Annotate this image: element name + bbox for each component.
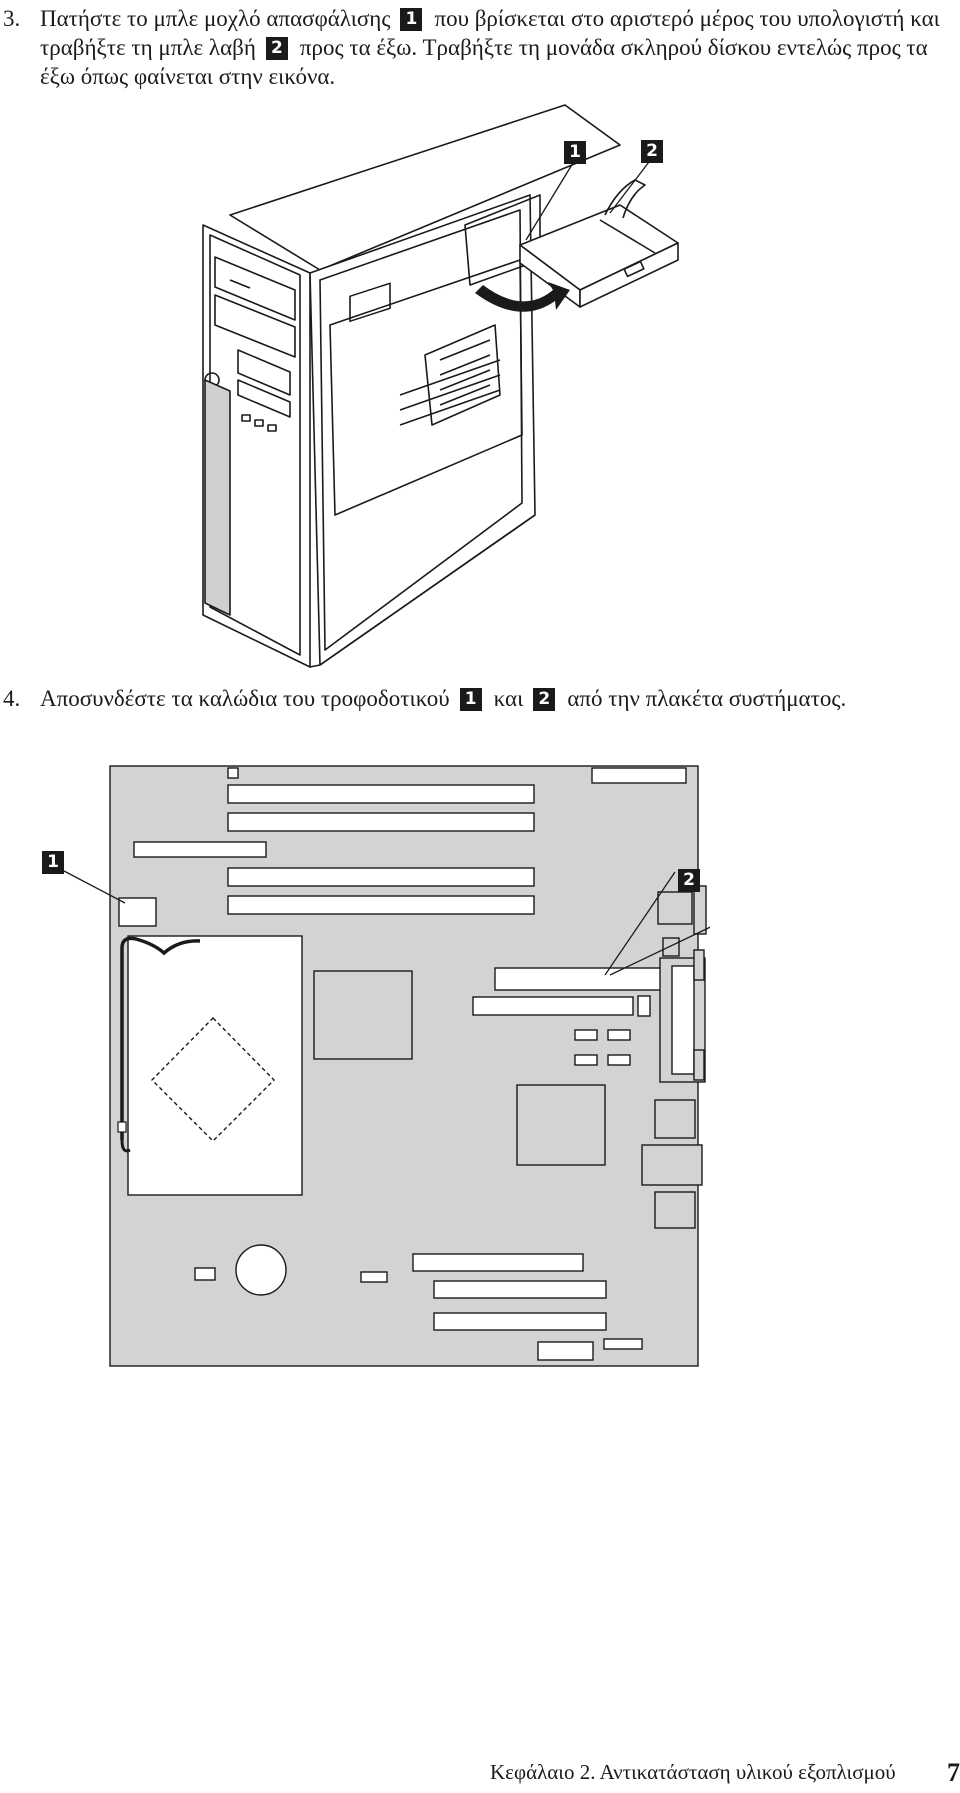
page-number: 7	[947, 1758, 960, 1787]
step-number: 3.	[3, 6, 21, 31]
system-board-illustration: 1 2	[30, 760, 789, 1375]
callout-badge: 1	[400, 8, 423, 31]
step-text-part: και	[493, 686, 524, 711]
step-text-part: Αποσυνδέστε τα καλώδια του τροφοδοτικού	[40, 686, 450, 711]
step-text-part: προς τα έξω. Τραβήξτε τη μονάδα σκληρού …	[40, 35, 928, 89]
page-footer: Κεφάλαιο 2. Αντικατάσταση υλικού εξοπλισ…	[490, 1758, 960, 1787]
callout-badge: 1	[459, 688, 482, 711]
callout-badge: 2	[265, 37, 288, 60]
hard-drive-removal-illustration: 1 2	[200, 95, 800, 670]
chapter-title: Κεφάλαιο 2. Αντικατάσταση υλικού εξοπλισ…	[490, 1760, 896, 1784]
step-text-part: Πατήστε το μπλε μοχλό απασφάλισης	[40, 6, 391, 31]
figure-callout-1: 1	[42, 851, 64, 874]
tower-drawing	[202, 104, 679, 668]
figure-callout-1: 1	[564, 141, 586, 164]
figure-callout-2: 2	[678, 869, 700, 892]
step-text-part: από την πλακέτα συστήματος.	[567, 686, 847, 711]
system-board-drawing	[63, 765, 789, 1367]
callout-badge: 2	[533, 688, 556, 711]
step-number: 4.	[3, 686, 21, 711]
step-text: Αποσυνδέστε τα καλώδια του τροφοδοτικού 1…	[40, 684, 940, 713]
step-text-part: που βρίσκεται στο αριστερό μέρος του υπο…	[40, 6, 940, 60]
figure-callout-2: 2	[641, 140, 663, 163]
